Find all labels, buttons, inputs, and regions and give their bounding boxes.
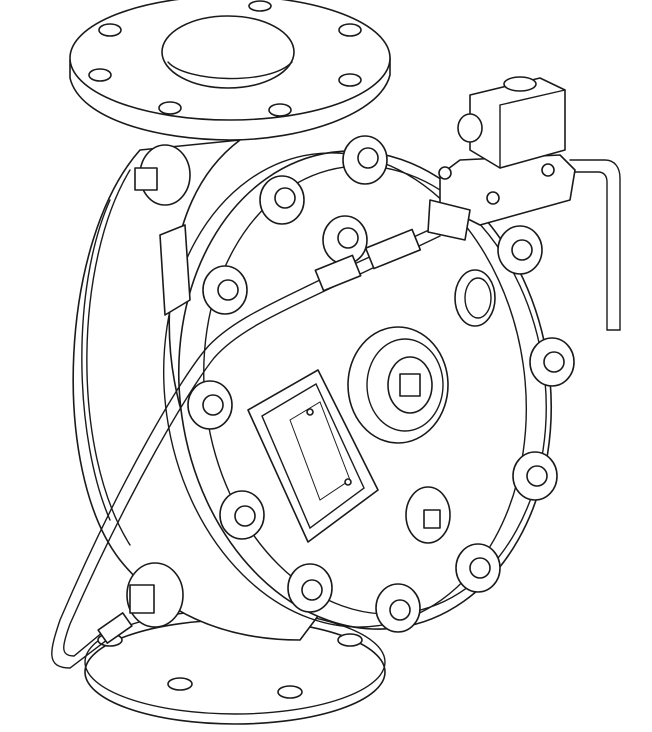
cover-bolts [187,135,575,633]
tube-fitting [314,254,362,292]
tube-fitting [364,228,422,270]
solenoid-valve [427,76,621,331]
top-flange [69,0,391,141]
center-boss [347,269,496,544]
side-lug [159,224,191,316]
pilot-tubing [51,224,441,669]
nameplate [247,369,379,543]
body-bolt [126,144,191,628]
tube-fitting [97,612,133,644]
